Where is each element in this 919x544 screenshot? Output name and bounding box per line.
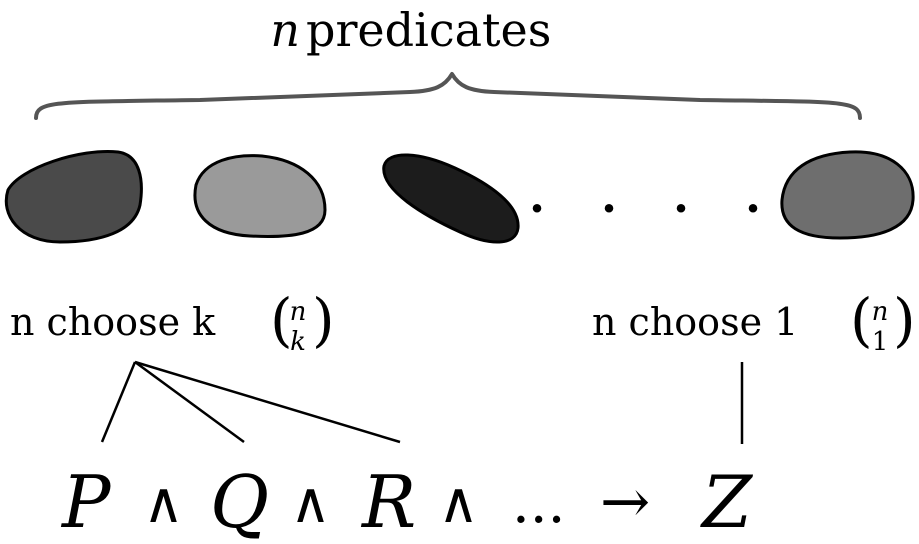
right-label-text: n choose 1: [592, 300, 798, 344]
right-binom-open: (: [850, 286, 873, 354]
formula-p: P: [60, 460, 112, 539]
right-binom-top: n: [872, 297, 889, 327]
left-binom-close: ): [312, 286, 335, 354]
predicate-blob-3: [382, 153, 520, 244]
predicate-blob-4: [780, 150, 915, 240]
formula-r: R: [360, 460, 416, 539]
formula-z: Z: [700, 460, 754, 539]
connector-to-p: [100, 361, 137, 443]
left-binom-open: (: [270, 286, 293, 354]
title-variable: n: [270, 3, 300, 57]
right-binom-close: ): [893, 286, 916, 354]
left-binom-top: n: [290, 297, 307, 327]
curly-brace: [34, 72, 862, 120]
predicate-blob-2: [193, 154, 327, 238]
formula-and-2: ∧: [290, 471, 331, 536]
title-word: predicates: [306, 3, 551, 57]
formula-arrow: →: [600, 467, 650, 537]
left-label-text: n choose k: [10, 300, 216, 344]
formula-q: Q: [210, 460, 269, 539]
formula-ellipsis: ...: [512, 471, 565, 536]
formula-and-1: ∧: [143, 471, 184, 536]
left-binom-bottom: k: [290, 327, 306, 357]
formula-and-3: ∧: [438, 471, 479, 536]
blob-ellipsis: . . . .: [529, 169, 781, 223]
connector-to-q: [134, 360, 245, 444]
right-binom-bottom: 1: [872, 327, 889, 357]
predicate-blob-1: [4, 149, 143, 244]
connector-to-r: [134, 360, 401, 444]
